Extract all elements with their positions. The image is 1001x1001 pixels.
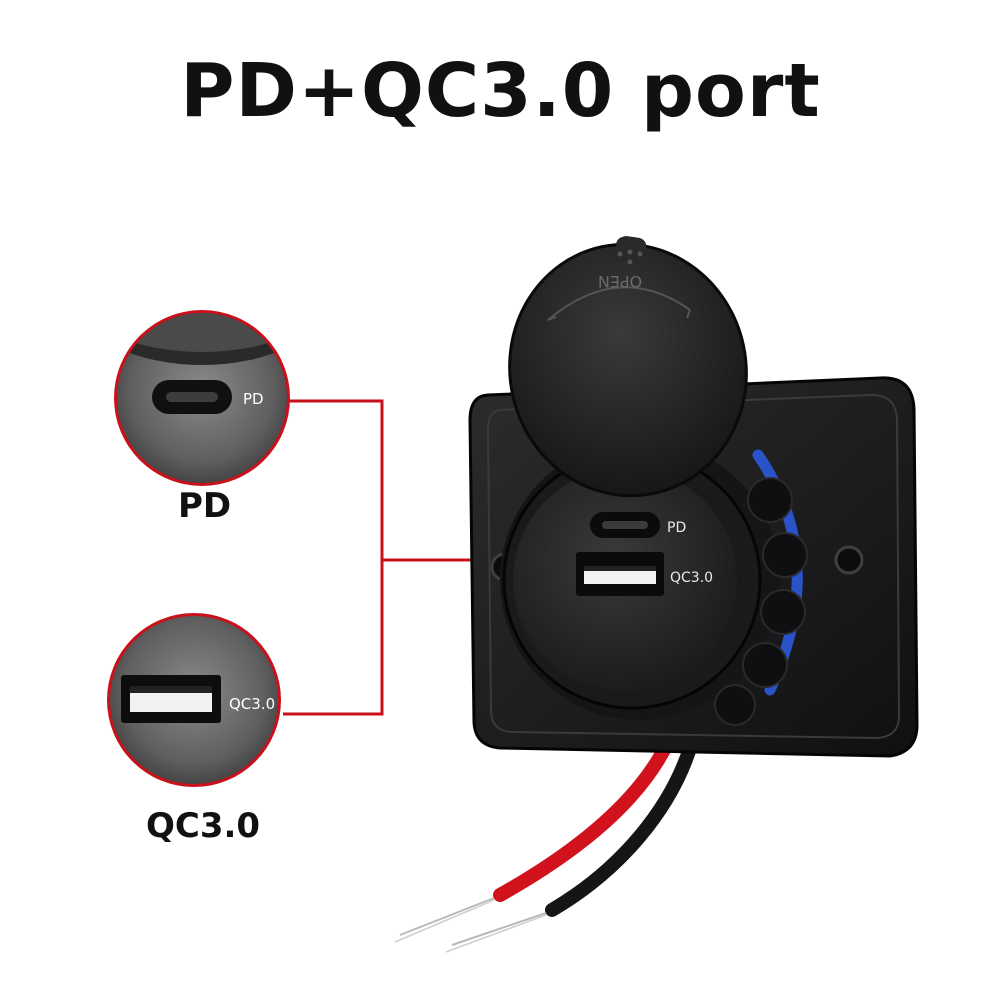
pd-bubble-label: PD bbox=[243, 390, 264, 408]
qc-bubble-label: QC3.0 bbox=[229, 695, 275, 713]
qc-zoom-bubble: QC3.0 bbox=[107, 613, 281, 787]
page-title: PD+QC3.0 port bbox=[180, 48, 821, 134]
dust-cap: OPEN bbox=[508, 236, 748, 498]
power-wires bbox=[394, 735, 697, 953]
qc-caption: QC3.0 bbox=[146, 806, 261, 846]
cap-open-text: OPEN bbox=[598, 272, 642, 291]
socket-assembly: PD QC3.0 bbox=[500, 440, 808, 726]
socket-qc-label: QC3.0 bbox=[670, 570, 713, 586]
mounting-hole-right bbox=[834, 545, 864, 575]
pd-zoom-bubble: PD bbox=[114, 310, 290, 486]
pd-caption: PD bbox=[178, 486, 232, 526]
socket-pd-label: PD bbox=[667, 520, 686, 536]
